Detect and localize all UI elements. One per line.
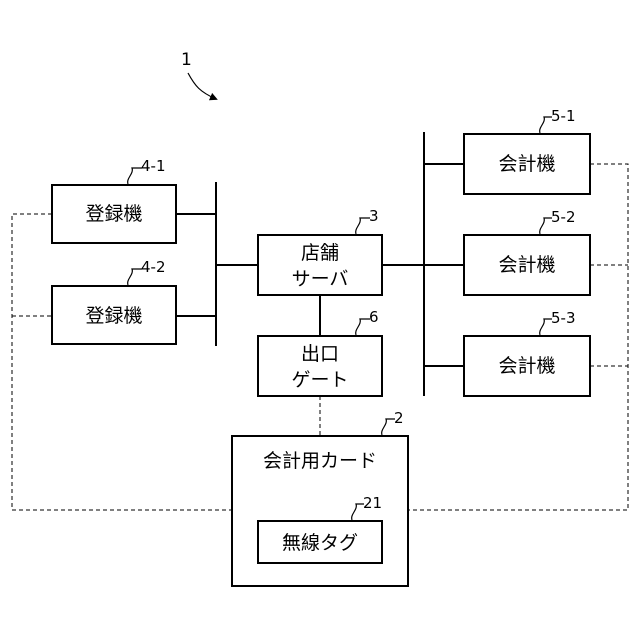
store-server-leader	[356, 218, 370, 234]
checkout-card-ref: 2	[394, 409, 404, 427]
checkout-5-3-label: 会計機	[498, 355, 555, 377]
exit-gate-label-line1: 出口	[301, 343, 339, 365]
checkout-5-2: 会計機 5-2	[464, 208, 590, 295]
store-server-3: 店舗 サーバ 3	[258, 207, 382, 295]
register-4-1-label: 登録機	[85, 203, 142, 225]
checkout-5-2-label: 会計機	[498, 254, 555, 276]
exit-gate-label-line2: ゲート	[291, 369, 348, 391]
wireless-tag-label: 無線タグ	[282, 532, 358, 554]
register-4-2-ref: 4-2	[141, 258, 166, 276]
checkout-5-3: 会計機 5-3	[464, 309, 590, 396]
exit-gate-ref: 6	[369, 308, 379, 326]
register-4-1: 登録機 4-1	[52, 157, 176, 243]
register-4-1-leader	[128, 168, 142, 184]
store-server-label-line2: サーバ	[292, 268, 349, 290]
checkout-5-2-ref: 5-2	[551, 208, 576, 226]
system-arrow	[188, 73, 216, 99]
checkout-5-1-ref: 5-1	[551, 107, 576, 125]
checkout-card-leader	[382, 419, 395, 435]
system-ref: 1	[181, 50, 192, 70]
register-1-wireless-link	[12, 214, 232, 510]
wireless-tag-ref: 21	[363, 494, 382, 512]
register-4-2: 登録機 4-2	[52, 258, 176, 344]
store-server-label-line1: 店舗	[301, 242, 339, 264]
register-4-1-ref: 4-1	[141, 157, 166, 175]
checkout-card-label: 会計用カード	[263, 450, 377, 472]
checkout-5-1-label: 会計機	[498, 153, 555, 175]
checkout-5-1: 会計機 5-1	[464, 107, 590, 194]
register-4-2-label: 登録機	[85, 305, 142, 327]
checkout-5-3-ref: 5-3	[551, 309, 576, 327]
exit-gate-leader	[356, 319, 370, 335]
register-4-2-leader	[128, 269, 142, 285]
store-server-ref: 3	[369, 207, 379, 225]
